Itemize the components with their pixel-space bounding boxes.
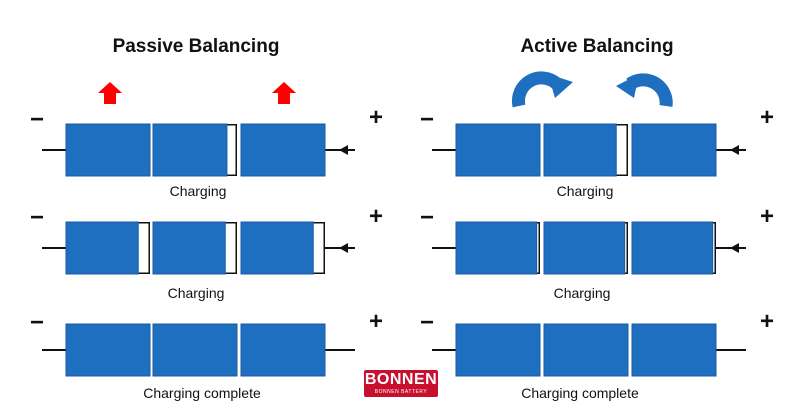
active-row1-cell1-charge bbox=[455, 123, 541, 177]
passive-row3-plus: + bbox=[369, 308, 384, 335]
active-row1-caption: Charging bbox=[556, 183, 614, 199]
active-row3-minus: − bbox=[420, 309, 435, 336]
active-balancing-title: Active Balancing bbox=[520, 36, 674, 57]
active-row2-caption: Charging bbox=[553, 285, 611, 301]
active-row3-cell2-charge bbox=[543, 323, 629, 377]
active-row1-plus: + bbox=[760, 104, 775, 131]
active-row2-cell1-charge bbox=[455, 221, 538, 275]
passive-row3-minus: − bbox=[30, 309, 45, 336]
active-row3-plus: + bbox=[760, 308, 775, 335]
passive-row1-plus: + bbox=[369, 104, 384, 131]
passive-row2-caption: Charging bbox=[167, 285, 225, 301]
active-row1-minus: − bbox=[420, 106, 435, 133]
passive-row1-cell1-charge bbox=[65, 123, 151, 177]
passive-heat-up-arrow-icon-2 bbox=[272, 82, 296, 104]
passive-row2-cell3-charge bbox=[240, 221, 314, 275]
active-row3-cell1-charge bbox=[455, 323, 541, 377]
active-transfer-arrow-icon-1 bbox=[511, 71, 573, 108]
logo-sub-text: BONNEN BATTERY bbox=[374, 389, 428, 395]
active-row1-cell3-charge bbox=[631, 123, 717, 177]
passive-balancing-title: Passive Balancing bbox=[112, 36, 280, 57]
active-row3-cell3-charge bbox=[631, 323, 717, 377]
active-row2-charge-arrow-icon bbox=[730, 243, 739, 253]
active-row2-cell2-charge bbox=[543, 221, 626, 275]
passive-row3-cell1-charge bbox=[65, 323, 151, 377]
active-row2-minus: − bbox=[420, 204, 435, 231]
passive-row2-charge-arrow-icon bbox=[339, 243, 348, 253]
active-row3-caption: Charging complete bbox=[521, 385, 639, 401]
passive-row2-cell1-charge bbox=[65, 221, 139, 275]
passive-row1-cell2-charge bbox=[152, 123, 228, 177]
passive-row3-caption: Charging complete bbox=[143, 385, 261, 401]
passive-row1-minus: − bbox=[30, 106, 45, 133]
passive-row3-cell2-charge bbox=[152, 323, 238, 377]
logo-main-text: BONNEN bbox=[364, 371, 438, 388]
passive-row1-caption: Charging bbox=[169, 183, 227, 199]
passive-row3-cell3-charge bbox=[240, 323, 326, 377]
bonnen-logo: BONNEN BONNEN BATTERY bbox=[364, 370, 438, 397]
passive-heat-up-arrow-icon-1 bbox=[98, 82, 122, 104]
active-row1-charge-arrow-icon bbox=[730, 145, 739, 155]
active-row2-plus: + bbox=[760, 203, 775, 230]
passive-row1-charge-arrow-icon bbox=[339, 145, 348, 155]
passive-row2-minus: − bbox=[30, 204, 45, 231]
active-row2-cell3-charge bbox=[631, 221, 714, 275]
passive-row1-cell3-charge bbox=[240, 123, 326, 177]
active-transfer-arrow-icon-2 bbox=[616, 73, 673, 107]
passive-row2-plus: + bbox=[369, 203, 384, 230]
active-row1-cell2-charge bbox=[543, 123, 617, 177]
passive-row2-cell2-charge bbox=[152, 221, 226, 275]
